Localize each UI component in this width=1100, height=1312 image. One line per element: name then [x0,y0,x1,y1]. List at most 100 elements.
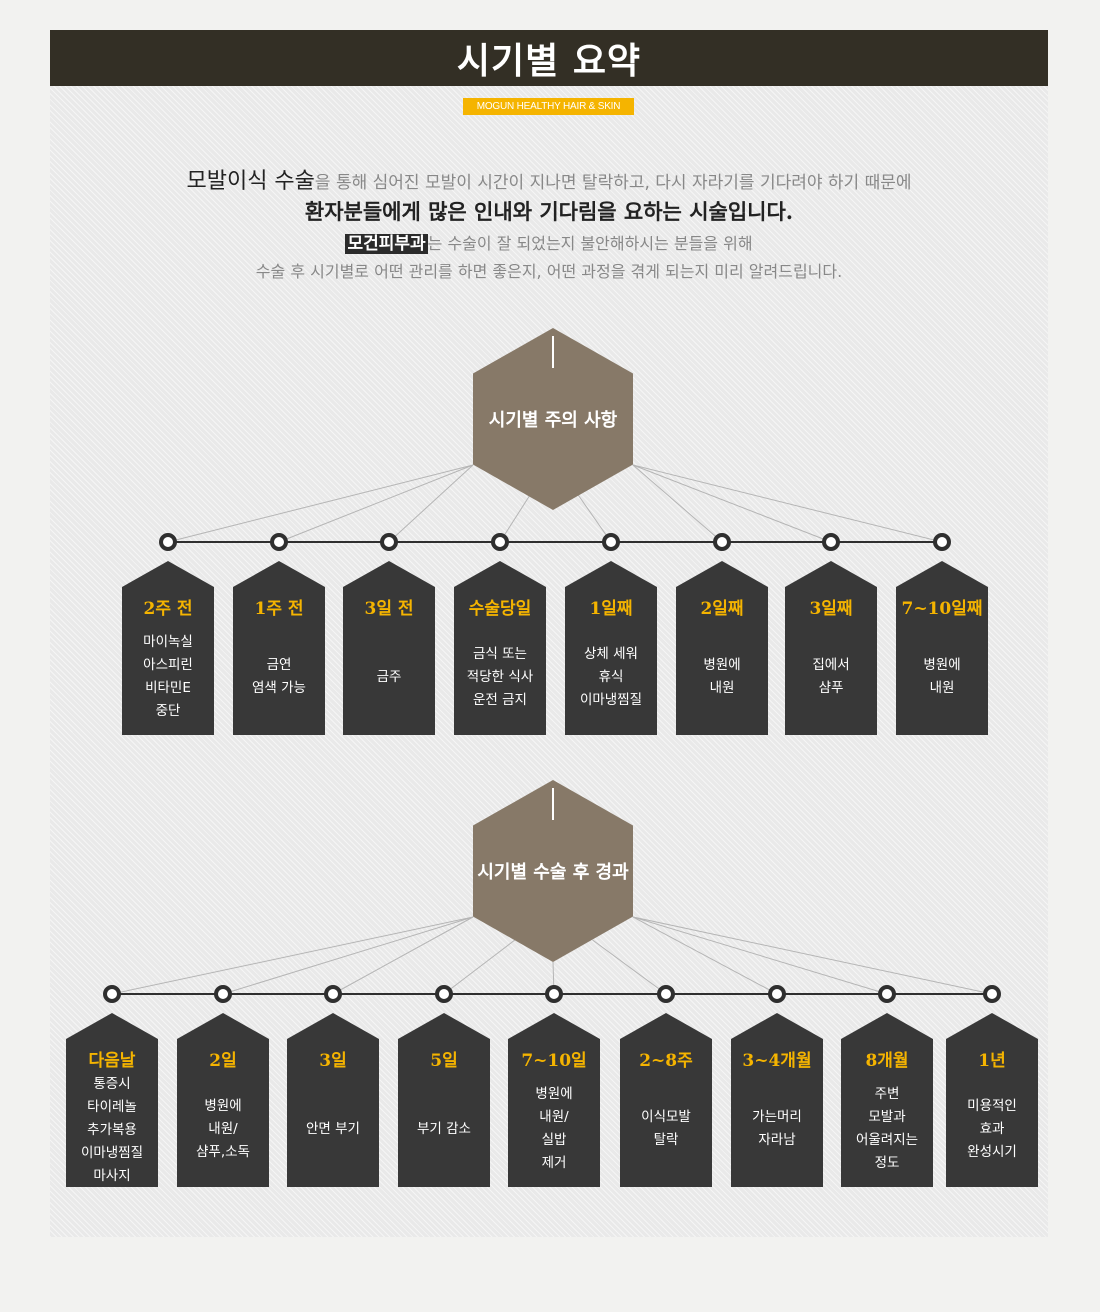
period-label: 2일 [209,1051,237,1071]
hub-tick-mark [552,788,554,820]
timeline-dot [983,985,1001,1003]
period-label: 1일째 [589,599,633,619]
timeline-dot [545,985,563,1003]
period-label: 3~4개월 [742,1051,812,1071]
connector-line [632,916,778,995]
period-label: 7~10일째 [901,599,983,619]
period-label: 2일째 [700,599,744,619]
description-line: 샴푸,소독 [196,1143,250,1160]
timeline-dot [324,985,342,1003]
description-line: 샴푸 [818,680,844,696]
period-label: 7~10일 [521,1051,587,1071]
connector-line [167,464,474,543]
intro-line-1-text: 을 통해 심어진 모발이 시간이 지나면 탈락하고, 다시 자라기를 기다려야 … [314,173,912,193]
period-label: 3일 전 [364,599,414,619]
description-line: 미용적인 [967,1097,1017,1114]
description-line: 마이녹실 [143,634,193,650]
period-label: 1주 전 [254,599,304,619]
description-line: 병원에 [703,657,741,673]
description-line: 휴식 [598,668,624,685]
description-line: 이식모발 [641,1109,691,1125]
timeline-dot [933,533,951,551]
description-line: 안면 부기 [306,1120,360,1137]
timeline-dot [214,985,232,1003]
connector-line [632,916,993,995]
period-label: 2~8주 [639,1051,693,1071]
period-label: 3일째 [809,599,853,619]
connector-line [111,916,474,995]
description-line: 효과 [979,1120,1005,1137]
connector-line [499,487,535,543]
connector-line [278,464,474,543]
description-line: 중단 [155,703,181,719]
period-label: 다음날 [88,1051,136,1071]
description-line: 이마냉찜질 [579,691,643,708]
description-line: 추가복용 [87,1122,137,1138]
period-label: 5일 [430,1051,458,1071]
intro-line-3-text: 는 수술이 잘 되었는지 불안해하시는 분들을 위해 [427,234,753,253]
description-line: 이마냉찜질 [80,1145,144,1161]
description-line: 자라남 [758,1132,796,1148]
description-line: 병원에 [923,657,961,673]
description-line: 비타민E [145,680,191,696]
brand-tag: MOGUN HEALTHY HAIR & SKIN [463,98,634,115]
timeline-dot [159,533,177,551]
period-label: 2주 전 [143,599,193,619]
timeline-dot [822,533,840,551]
description-line: 실밥 [541,1132,567,1148]
period-description: 부기 감소 [398,1118,490,1141]
page-title: 시기별 요약 [50,30,1048,86]
timeline-dot [435,985,453,1003]
timeline-dot [713,533,731,551]
hub-tick-mark [552,336,554,368]
description-line: 가는머리 [752,1109,802,1125]
hub-label: 시기별 수술 후 경과 [477,862,629,883]
description-line: 운전 금지 [473,691,527,708]
description-line: 금주 [376,668,402,685]
description-line: 집에서 [812,657,850,673]
description-line: 정도 [874,1155,900,1171]
period-label: 1년 [978,1051,1006,1071]
connector-line [332,916,474,995]
description-line: 아스피린 [143,657,193,673]
timeline-dot [657,985,675,1003]
period-label: 3일 [319,1051,347,1071]
description-line: 상체 세워 [584,645,638,662]
description-line: 염색 가능 [252,680,306,696]
timeline-dot [380,533,398,551]
description-line: 통증시 [93,1076,131,1092]
connector-lines [111,464,993,995]
connector-line [632,464,723,543]
connector-line [443,939,516,995]
description-line: 내원 [929,680,955,696]
timeline-dot [491,533,509,551]
description-line: 모발과 [868,1109,906,1125]
description-line: 병원에 [204,1097,242,1114]
period-label: 수술당일 [468,599,532,619]
clinic-name-highlight: 모건피부과 [345,234,428,254]
